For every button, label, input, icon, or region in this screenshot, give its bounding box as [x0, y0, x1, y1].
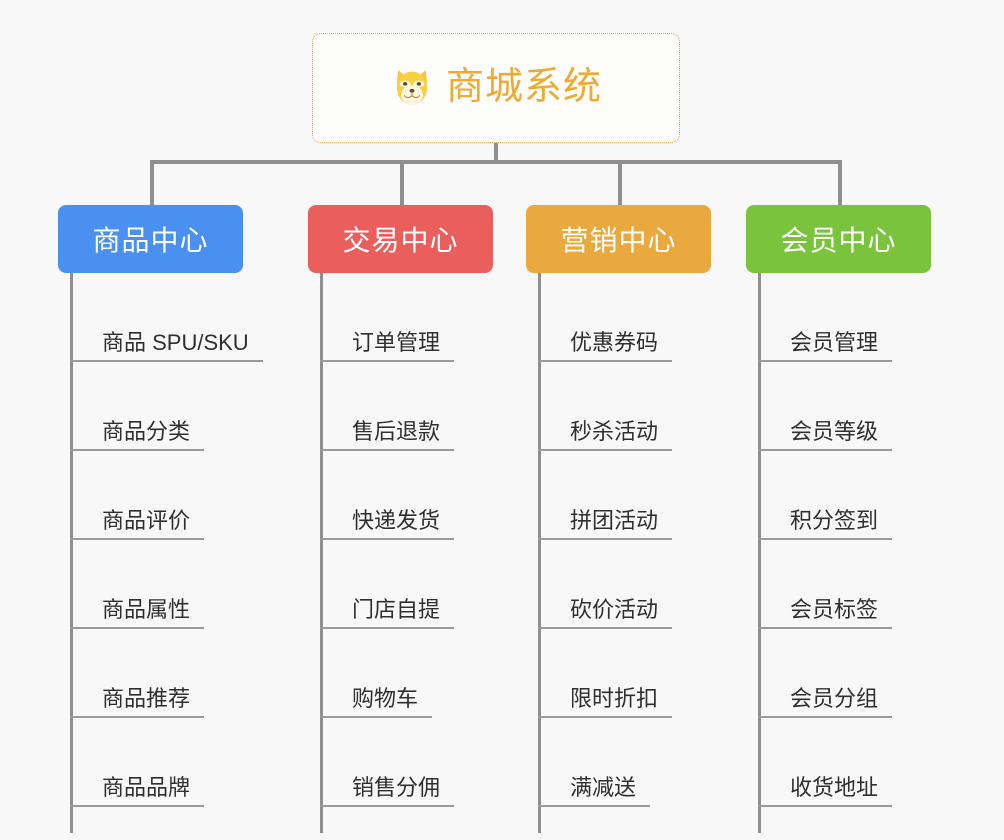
branch-column-member-center: 会员中心 会员管理 会员等级 积分签到 会员标签 会员分组 收货地址 — [746, 205, 966, 833]
branch-header-label: 商品中心 — [92, 225, 209, 256]
connector-drop-1 — [150, 160, 154, 205]
branch-spine — [538, 273, 541, 833]
leaf-item[interactable]: 快递发货 — [320, 451, 538, 540]
leaf-item[interactable]: 会员管理 — [758, 273, 966, 362]
leaf-list-member-center: 会员管理 会员等级 积分签到 会员标签 会员分组 收货地址 — [746, 273, 966, 807]
leaf-item[interactable]: 积分签到 — [758, 451, 966, 540]
leaf-item[interactable]: 购物车 — [320, 629, 538, 718]
leaf-item[interactable]: 会员等级 — [758, 362, 966, 451]
leaf-item[interactable]: 限时折扣 — [538, 629, 746, 718]
branch-header-label: 营销中心 — [560, 225, 677, 256]
branch-column-trade-center: 交易中心 订单管理 售后退款 快递发货 门店自提 购物车 销售分佣 — [308, 205, 538, 833]
connector-root-stem — [494, 143, 498, 163]
branch-header-product-center[interactable]: 商品中心 — [58, 205, 243, 273]
leaf-item[interactable]: 商品属性 — [70, 540, 298, 629]
leaf-label: 商品推荐 — [102, 685, 191, 711]
leaf-label: 收货地址 — [790, 774, 879, 800]
leaf-item[interactable]: 会员标签 — [758, 540, 966, 629]
leaf-label: 秒杀活动 — [570, 418, 659, 444]
leaf-label: 砍价活动 — [570, 596, 659, 622]
leaf-list-marketing-center: 优惠券码 秒杀活动 拼团活动 砍价活动 限时折扣 满减送 — [526, 273, 746, 807]
connector-horizontal-bar — [150, 160, 840, 164]
leaf-item[interactable]: 会员分组 — [758, 629, 966, 718]
leaf-item[interactable]: 商品 SPU/SKU — [70, 273, 298, 362]
leaf-item[interactable]: 商品评价 — [70, 451, 298, 540]
leaf-list-product-center: 商品 SPU/SKU 商品分类 商品评价 商品属性 商品推荐 商品品牌 — [58, 273, 298, 807]
leaf-item[interactable]: 商品推荐 — [70, 629, 298, 718]
leaf-label: 满减送 — [570, 774, 637, 800]
dog-face-icon — [390, 66, 434, 110]
leaf-label: 限时折扣 — [570, 685, 659, 711]
leaf-item[interactable]: 商品分类 — [70, 362, 298, 451]
branch-header-marketing-center[interactable]: 营销中心 — [526, 205, 711, 273]
leaf-label: 会员等级 — [790, 418, 879, 444]
branch-spine — [758, 273, 761, 833]
leaf-item[interactable]: 商品品牌 — [70, 718, 298, 807]
leaf-item[interactable]: 订单管理 — [320, 273, 538, 362]
leaf-label: 会员标签 — [790, 596, 879, 622]
leaf-label: 商品属性 — [102, 596, 191, 622]
branch-header-label: 会员中心 — [780, 225, 897, 256]
leaf-label: 商品品牌 — [102, 774, 191, 800]
leaf-item[interactable]: 秒杀活动 — [538, 362, 746, 451]
leaf-item[interactable]: 收货地址 — [758, 718, 966, 807]
leaf-list-trade-center: 订单管理 售后退款 快递发货 门店自提 购物车 销售分佣 — [308, 273, 538, 807]
root-node-label: 商城系统 — [445, 66, 602, 109]
leaf-label: 拼团活动 — [570, 507, 659, 533]
leaf-label: 售后退款 — [352, 418, 441, 444]
leaf-label: 门店自提 — [352, 596, 441, 622]
leaf-label: 购物车 — [352, 685, 419, 711]
branch-header-member-center[interactable]: 会员中心 — [746, 205, 931, 273]
branch-spine — [70, 273, 73, 833]
leaf-label: 积分签到 — [790, 507, 879, 533]
connector-drop-2 — [400, 160, 404, 205]
branch-spine — [320, 273, 323, 833]
branch-column-product-center: 商品中心 商品 SPU/SKU 商品分类 商品评价 商品属性 商品推荐 商品品牌 — [58, 205, 298, 833]
leaf-item[interactable]: 门店自提 — [320, 540, 538, 629]
leaf-label: 商品 SPU/SKU — [102, 329, 249, 355]
leaf-item[interactable]: 满减送 — [538, 718, 746, 807]
leaf-label: 商品分类 — [102, 418, 191, 444]
leaf-item[interactable]: 售后退款 — [320, 362, 538, 451]
branch-header-trade-center[interactable]: 交易中心 — [308, 205, 493, 273]
leaf-label: 订单管理 — [352, 329, 441, 355]
leaf-item[interactable]: 拼团活动 — [538, 451, 746, 540]
leaf-item[interactable]: 销售分佣 — [320, 718, 538, 807]
leaf-label: 快递发货 — [352, 507, 441, 533]
leaf-label: 商品评价 — [102, 507, 191, 533]
leaf-item[interactable]: 优惠券码 — [538, 273, 746, 362]
leaf-label: 优惠券码 — [570, 329, 659, 355]
leaf-label: 会员管理 — [790, 329, 879, 355]
connector-drop-4 — [838, 160, 842, 205]
root-node-shop-system[interactable]: 商城系统 — [312, 33, 680, 143]
leaf-label: 会员分组 — [790, 685, 879, 711]
branch-column-marketing-center: 营销中心 优惠券码 秒杀活动 拼团活动 砍价活动 限时折扣 满减送 — [526, 205, 746, 833]
leaf-label: 销售分佣 — [352, 774, 441, 800]
branch-header-label: 交易中心 — [342, 225, 459, 256]
connector-drop-3 — [618, 160, 622, 205]
leaf-item[interactable]: 砍价活动 — [538, 540, 746, 629]
